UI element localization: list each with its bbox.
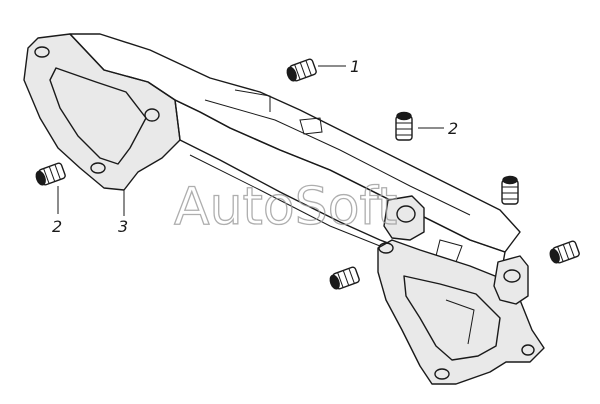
center-boss bbox=[383, 195, 425, 241]
left-flange-boss bbox=[144, 108, 160, 122]
right-boss bbox=[493, 255, 529, 305]
plug-top bbox=[286, 58, 317, 82]
right-flange-window bbox=[403, 275, 501, 361]
upper-arm-rib bbox=[204, 99, 471, 216]
callout-2-left: 2 bbox=[52, 217, 62, 236]
left-flange-window bbox=[49, 67, 147, 165]
watermark: AutoSoft bbox=[174, 177, 397, 237]
right-window-rib bbox=[445, 299, 475, 345]
plug-lower-left bbox=[329, 266, 360, 290]
upper-arm-slot bbox=[299, 117, 323, 135]
plug-left bbox=[35, 162, 66, 186]
right-flange-hole-right bbox=[521, 344, 535, 356]
lower-arm-edge bbox=[189, 154, 391, 251]
callout-1: 1 bbox=[350, 57, 360, 76]
left-flange-hole-bottom bbox=[90, 162, 106, 174]
bracket-casting bbox=[23, 33, 545, 385]
callout-3: 3 bbox=[118, 217, 128, 236]
plug-upper-middle bbox=[395, 111, 413, 141]
right-flange bbox=[377, 239, 545, 385]
right-flange-hole-left bbox=[378, 242, 394, 254]
right-flange-hole-bottom bbox=[434, 368, 450, 380]
upper-arm-rib-2 bbox=[234, 89, 271, 112]
center-boss-hole bbox=[396, 205, 416, 223]
plug-far-right bbox=[549, 240, 580, 264]
left-flange-hole-top bbox=[34, 46, 50, 58]
callout-2-upper: 2 bbox=[448, 119, 458, 138]
plug-right-middle bbox=[501, 175, 519, 205]
right-boss-hole bbox=[503, 269, 521, 283]
lower-arm bbox=[174, 99, 506, 281]
